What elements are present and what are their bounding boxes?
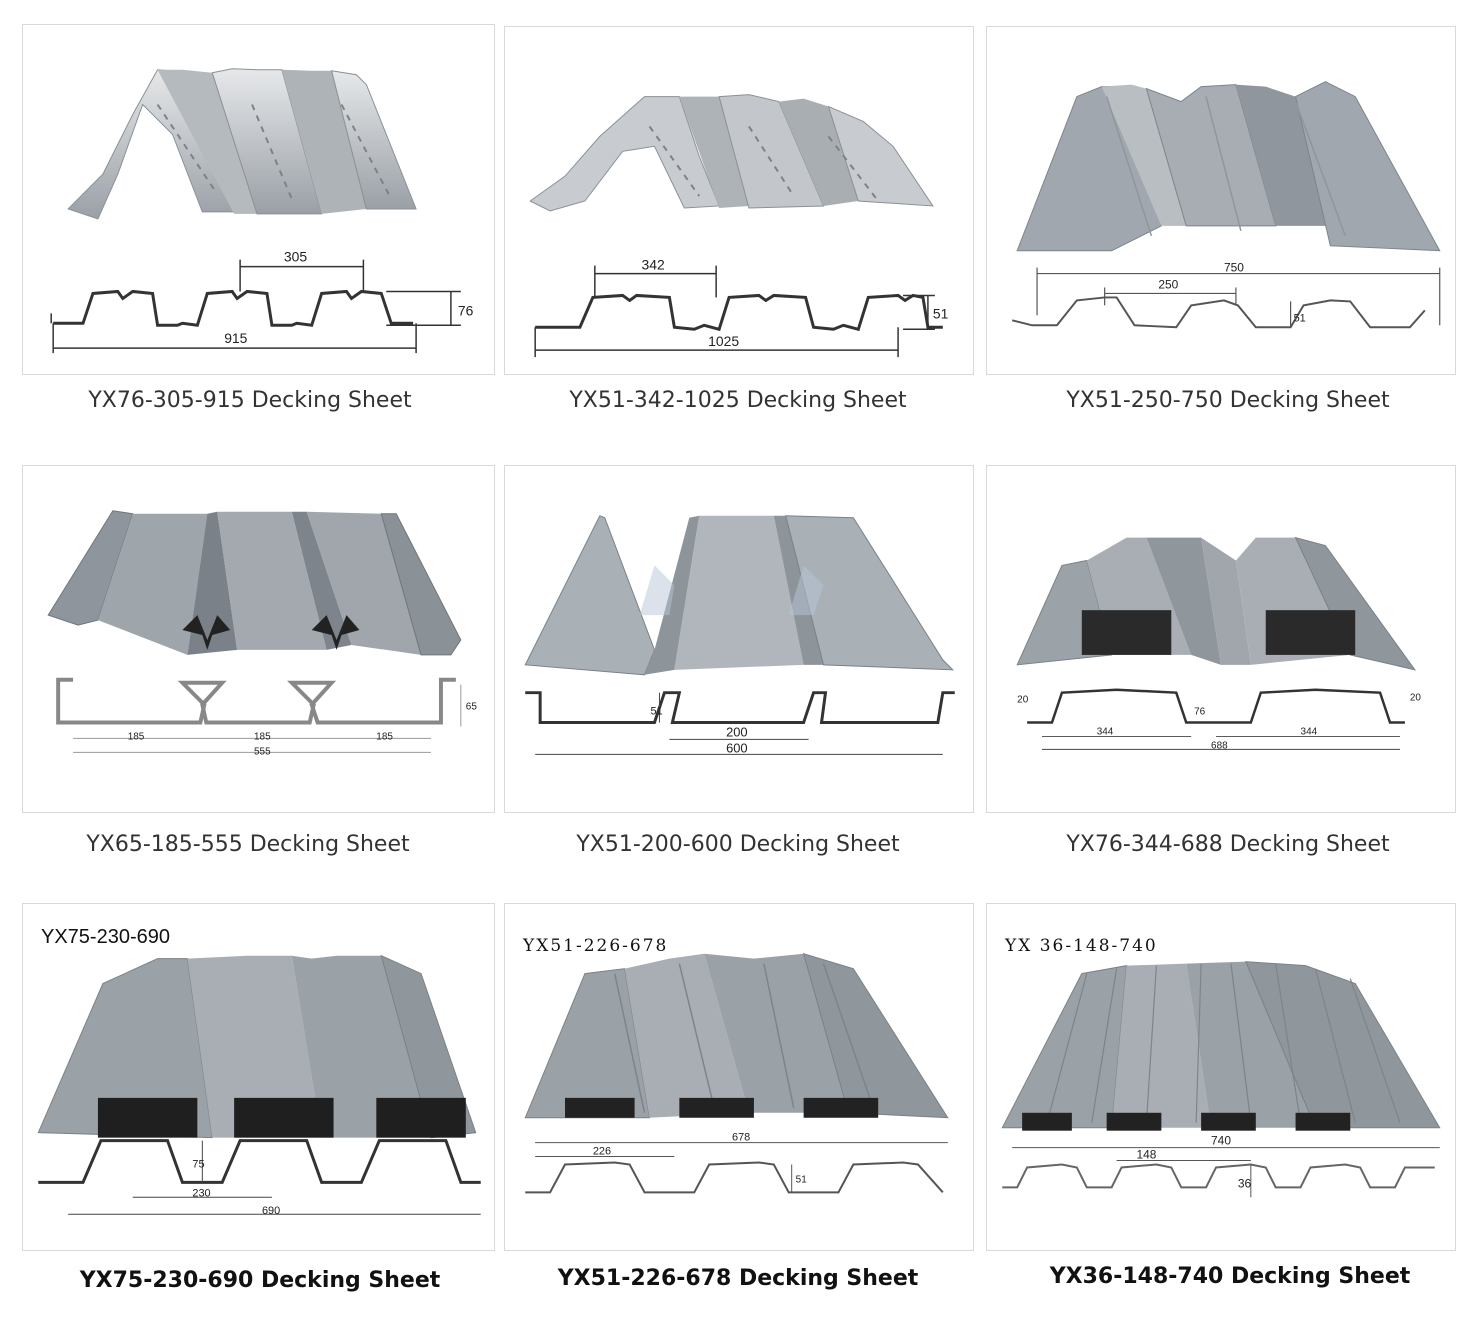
dim-label-top: 750 — [1224, 261, 1244, 275]
caption-2: YX51-342-1025 Decking Sheet — [569, 388, 907, 413]
dim-label-side: 51 — [796, 1174, 808, 1185]
decking-illustration: 750 250 51 — [1011, 81, 1441, 329]
panel-yx51-200-600: 51 200 600 — [504, 465, 974, 813]
sheet-render — [37, 954, 477, 1139]
dim-label-total: 740 — [1211, 1134, 1231, 1148]
panel-yx51-226-678: 678 226 51 YX51-226-678 — [504, 903, 974, 1251]
caption-3: YX51-250-750 Decking Sheet — [1066, 388, 1390, 413]
dimension-lines — [1012, 1147, 1440, 1198]
sheet-render — [67, 68, 417, 220]
caption-8: YX51-226-678 Decking Sheet — [557, 1266, 919, 1291]
dim-label-top: 342 — [642, 257, 665, 273]
caption-7: YX75-230-690 Decking Sheet — [79, 1268, 441, 1293]
dim-label-right: 20 — [1410, 693, 1422, 704]
dim-label-side: 75 — [192, 1158, 204, 1170]
dimension-lines — [1042, 735, 1400, 750]
decking-illustration: 185 185 185 555 65 — [47, 510, 478, 757]
dimension-lines — [1036, 267, 1441, 328]
decking-illustration: 305 76 915 — [50, 68, 474, 354]
panel-title-label: YX51-226-678 — [523, 936, 669, 956]
dimension-lines — [535, 692, 943, 755]
dim-label-2: 185 — [254, 731, 271, 742]
panel-yx76-344-688: 344 344 688 20 76 20 — [986, 465, 1456, 813]
sheet-render — [529, 94, 934, 212]
dim-label-mid: 76 — [1194, 707, 1206, 718]
profile-drawing — [53, 289, 414, 327]
caption-9: YX36-148-740 Decking Sheet — [1049, 1264, 1411, 1289]
dim-label-side: 51 — [933, 305, 949, 321]
panel-title-label: YX 36-148-740 — [1005, 936, 1158, 956]
dimension-lines — [50, 259, 461, 354]
panel-title-label: YX75-230-690 — [41, 926, 170, 948]
dim-label-pitch: 200 — [726, 724, 748, 739]
sheet-render — [524, 515, 955, 676]
dim-label-pitch: 226 — [593, 1146, 611, 1158]
dim-label-total: 600 — [726, 740, 748, 755]
sheet-render — [47, 510, 462, 656]
profile-drawing — [535, 293, 943, 332]
sheet-render — [1016, 81, 1441, 252]
dim-label-bottom: 915 — [224, 330, 247, 346]
dim-label-pitch: 148 — [1136, 1148, 1156, 1162]
dim-label-2: 344 — [1301, 726, 1318, 737]
profile-drawing — [1002, 1163, 1435, 1189]
dim-label-1: 344 — [1097, 726, 1114, 737]
decking-illustration: 342 51 1025 — [529, 94, 949, 358]
profile-drawing — [56, 677, 456, 725]
dim-label-side: 51 — [1294, 312, 1306, 324]
dim-label-total: 678 — [732, 1132, 750, 1144]
profile-drawing — [1011, 296, 1426, 329]
dimension-lines — [73, 684, 462, 753]
dim-label-pitch: 230 — [192, 1187, 210, 1199]
dimension-lines — [68, 1140, 481, 1215]
dim-label-1: 185 — [128, 731, 145, 742]
panel-yx51-250-750: 750 250 51 — [986, 26, 1456, 375]
profile-drawing — [38, 1139, 481, 1184]
dim-label-side: 51 — [651, 706, 663, 718]
decking-illustration: 740 148 36 — [1001, 961, 1441, 1198]
caption-4: YX65-185-555 Decking Sheet — [86, 832, 410, 857]
caption-6: YX76-344-688 Decking Sheet — [1066, 832, 1390, 857]
panel-yx75-230-690: 75 230 690 YX75-230-690 — [22, 903, 495, 1251]
panel-yx65-185-555: 185 185 185 555 65 — [22, 465, 495, 813]
dim-label-mid: 250 — [1158, 277, 1178, 291]
sheet-render — [1001, 961, 1441, 1131]
decking-illustration: 51 200 600 — [524, 515, 955, 755]
dim-label-3: 185 — [376, 731, 393, 742]
caption-5: YX51-200-600 Decking Sheet — [576, 832, 900, 857]
dimension-lines — [535, 1142, 948, 1193]
sheet-render — [1016, 536, 1417, 671]
panel-yx36-148-740: 740 148 36 YX 36-148-740 — [986, 903, 1456, 1251]
profile-drawing — [525, 1161, 944, 1194]
dim-label-total: 688 — [1211, 740, 1228, 751]
sheet-render — [524, 952, 949, 1119]
panel-yx76-305-915: 305 76 915 — [22, 24, 495, 375]
dim-label-bottom: 1025 — [708, 333, 739, 349]
profile-drawing — [1027, 688, 1405, 724]
panel-yx51-342-1025: 342 51 1025 — [504, 26, 974, 375]
dim-label-side: 76 — [458, 302, 474, 318]
dim-label-left: 20 — [1017, 695, 1029, 706]
dim-label-top: 305 — [284, 249, 307, 265]
decking-illustration: 344 344 688 20 76 20 — [1016, 536, 1422, 751]
caption-1: YX76-305-915 Decking Sheet — [88, 388, 412, 413]
profile-drawing — [525, 691, 955, 725]
dim-label-side: 65 — [466, 702, 478, 713]
dim-label-side: 36 — [1238, 1176, 1252, 1190]
decking-illustration: 678 226 51 — [524, 952, 949, 1194]
decking-illustration: 75 230 690 — [37, 954, 481, 1217]
dim-label-total: 690 — [262, 1205, 280, 1217]
dimension-lines — [534, 265, 935, 358]
dim-label-total: 555 — [254, 746, 271, 757]
